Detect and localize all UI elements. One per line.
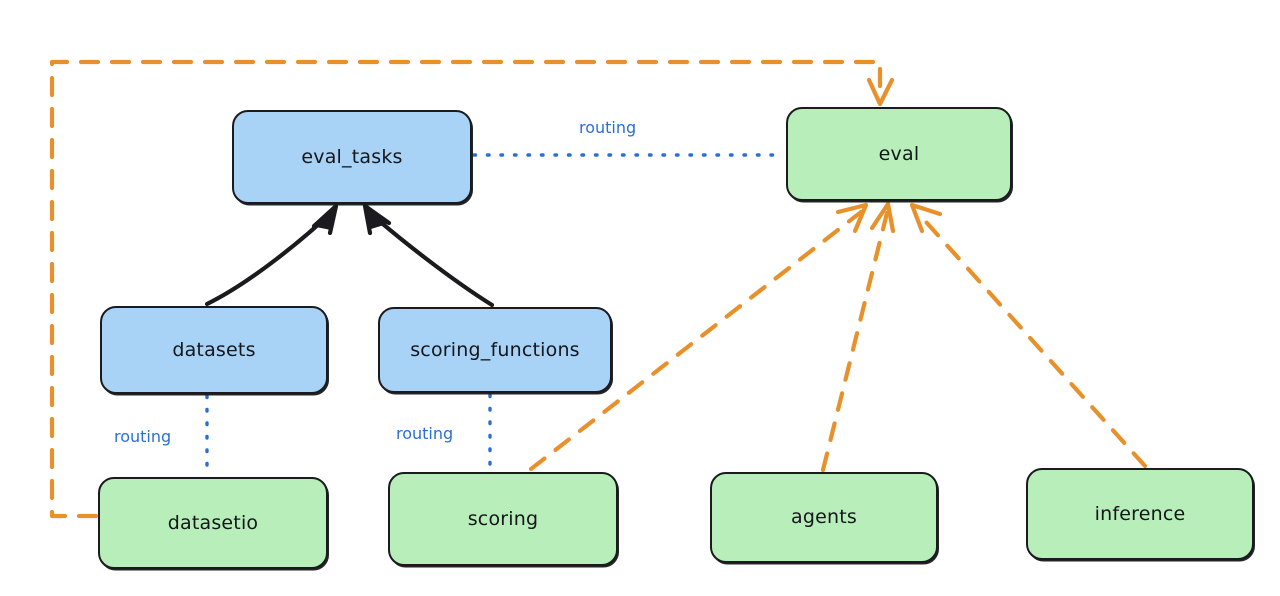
node-datasetio[interactable]: datasetio [98, 477, 328, 569]
edge-label-routing-eval-tasks-eval: routing [579, 118, 637, 137]
node-eval[interactable]: eval [786, 107, 1012, 201]
node-datasets[interactable]: datasets [100, 306, 328, 394]
node-label: eval [878, 142, 920, 165]
node-label: eval_tasks [301, 145, 403, 168]
node-label: datasets [172, 338, 256, 361]
node-label: scoring [467, 507, 539, 530]
edge-label-routing-scoring-functions-scoring: routing [396, 424, 454, 443]
node-scoring[interactable]: scoring [388, 472, 618, 566]
node-label: scoring_functions [410, 338, 580, 361]
edge-label-routing-datasets-datasetio: routing [114, 427, 172, 446]
edge-agents-eval [820, 201, 896, 473]
node-inference[interactable]: inference [1026, 468, 1254, 560]
edge-datasetio-eval [49, 59, 895, 519]
edge-inference-eval [909, 202, 1148, 469]
edge-scoring_functions-eval_tasks [362, 203, 495, 308]
node-scoring-functions[interactable]: scoring_functions [378, 307, 612, 393]
edge-datasets-eval_tasks [204, 203, 339, 307]
node-eval-tasks[interactable]: eval_tasks [232, 110, 472, 204]
node-label: inference [1094, 502, 1186, 525]
node-label: agents [791, 506, 857, 528]
node-label: datasetio [167, 511, 259, 534]
node-agents[interactable]: agents [710, 472, 938, 563]
